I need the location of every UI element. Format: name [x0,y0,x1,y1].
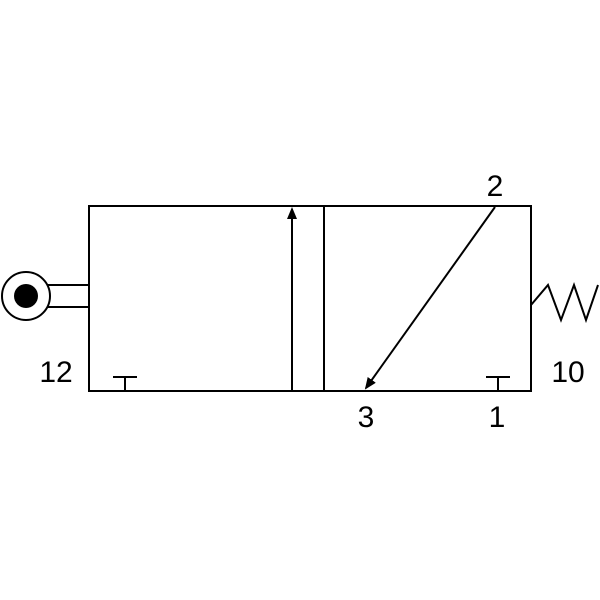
roller-actuator-icon [1,271,89,321]
pilot-12-label: 12 [39,356,72,389]
left-valve-block [88,205,325,392]
blocked-port-right-icon [486,376,510,391]
port-3-label: 3 [358,401,375,434]
return-spring-icon [530,282,599,324]
flow-arrow-diagonal [364,206,496,390]
port-2-label: 2 [487,170,504,203]
return-10-label: 10 [551,356,584,389]
blocked-port-left-icon [113,376,137,391]
right-valve-block [323,205,532,392]
port-1-label: 1 [489,401,506,434]
